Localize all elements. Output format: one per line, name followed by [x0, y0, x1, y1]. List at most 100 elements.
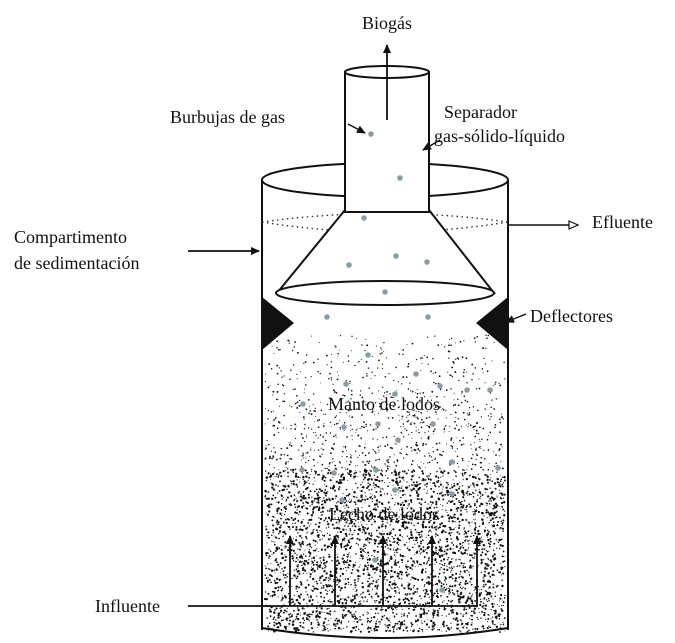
sludge-speck: [499, 480, 502, 483]
sludge-speck: [372, 482, 375, 484]
sludge-speck: [317, 536, 320, 539]
sludge-speck: [332, 485, 336, 488]
sludge-speck: [319, 455, 321, 457]
sludge-speck: [335, 346, 337, 348]
sludge-speck: [490, 608, 492, 611]
sludge-speck: [282, 384, 285, 387]
sludge-speck: [297, 564, 299, 566]
sludge-speck: [428, 596, 431, 599]
sludge-speck: [496, 478, 499, 481]
sludge-speck: [295, 560, 297, 563]
sludge-speck: [434, 428, 436, 430]
sludge-speck: [454, 427, 456, 430]
sludge-speck: [278, 469, 280, 471]
sludge-speck: [444, 545, 447, 548]
sludge-speck: [391, 516, 394, 518]
sludge-speck: [361, 481, 364, 483]
gas-bubble: [437, 383, 443, 389]
sludge-speck: [329, 500, 331, 502]
sludge-speck: [287, 461, 289, 463]
sludge-speck: [331, 585, 333, 588]
sludge-speck: [327, 619, 330, 622]
sludge-speck: [382, 503, 383, 505]
sludge-speck: [363, 550, 365, 553]
sludge-speck: [428, 513, 430, 515]
sludge-speck: [293, 609, 295, 612]
sludge-speck: [326, 532, 329, 535]
sludge-speck: [309, 490, 312, 493]
sludge-speck: [386, 543, 389, 546]
sludge-speck: [317, 623, 320, 627]
sludge-speck: [470, 535, 472, 538]
sludge-speck: [283, 393, 286, 395]
sludge-speck: [454, 370, 456, 373]
sludge-speck: [354, 364, 356, 367]
sludge-speck: [266, 531, 269, 533]
sludge-speck: [379, 445, 381, 447]
sludge-speck: [372, 509, 375, 511]
sludge-speck: [417, 522, 419, 525]
sludge-speck: [483, 577, 485, 579]
sludge-speck: [442, 583, 445, 586]
sludge-speck: [347, 480, 349, 481]
sludge-speck: [366, 627, 369, 630]
sludge-speck: [401, 608, 403, 610]
sludge-speck: [309, 473, 311, 475]
sludge-speck: [336, 371, 339, 373]
sludge-speck: [473, 519, 475, 521]
sludge-speck: [381, 479, 384, 482]
sludge-speck: [453, 566, 455, 568]
sludge-speck: [337, 422, 339, 424]
sludge-speck: [343, 518, 347, 522]
sludge-speck: [441, 509, 443, 510]
sludge-speck: [413, 448, 416, 451]
sludge-speck: [320, 503, 323, 506]
sludge-speck: [463, 625, 465, 627]
sludge-speck: [339, 426, 341, 429]
sludge-speck: [432, 482, 434, 484]
sludge-speck: [323, 534, 326, 537]
sludge-speck: [350, 473, 352, 475]
sludge-speck: [288, 613, 291, 616]
sludge-speck: [308, 555, 311, 557]
sludge-speck: [426, 492, 428, 494]
sludge-speck: [347, 472, 349, 474]
sludge-speck: [371, 500, 373, 502]
sludge-speck: [325, 572, 328, 575]
sludge-speck: [359, 557, 361, 560]
sludge-speck: [432, 616, 434, 618]
sludge-speck: [445, 481, 447, 484]
sludge-speck: [332, 603, 334, 606]
sludge-speck: [313, 500, 315, 502]
sludge-speck: [299, 548, 301, 551]
sludge-speck: [462, 411, 465, 414]
sludge-speck: [454, 521, 456, 523]
sludge-speck: [401, 623, 404, 626]
sludge-speck: [375, 620, 378, 623]
sludge-speck: [494, 383, 496, 385]
sludge-speck: [360, 521, 362, 523]
sludge-speck: [421, 523, 424, 526]
sludge-speck: [344, 578, 347, 580]
sludge-speck: [486, 600, 489, 603]
sludge-speck: [489, 497, 492, 500]
sludge-speck: [310, 376, 312, 378]
sludge-speck: [277, 616, 280, 619]
sludge-speck: [392, 626, 395, 629]
sludge-speck: [350, 398, 352, 400]
sludge-speck: [296, 500, 299, 503]
sludge-speck: [453, 484, 456, 487]
sludge-speck: [471, 622, 473, 624]
sludge-speck: [296, 479, 298, 481]
gas-bubble: [299, 467, 305, 473]
sludge-speck: [461, 544, 463, 547]
sludge-speck: [442, 475, 444, 477]
sludge-speck: [290, 586, 292, 587]
sludge-speck: [405, 564, 407, 566]
sludge-speck: [298, 449, 300, 451]
sludge-speck: [488, 463, 490, 465]
sludge-speck: [293, 503, 296, 506]
sludge-speck: [460, 624, 463, 626]
sludge-speck: [496, 618, 498, 620]
